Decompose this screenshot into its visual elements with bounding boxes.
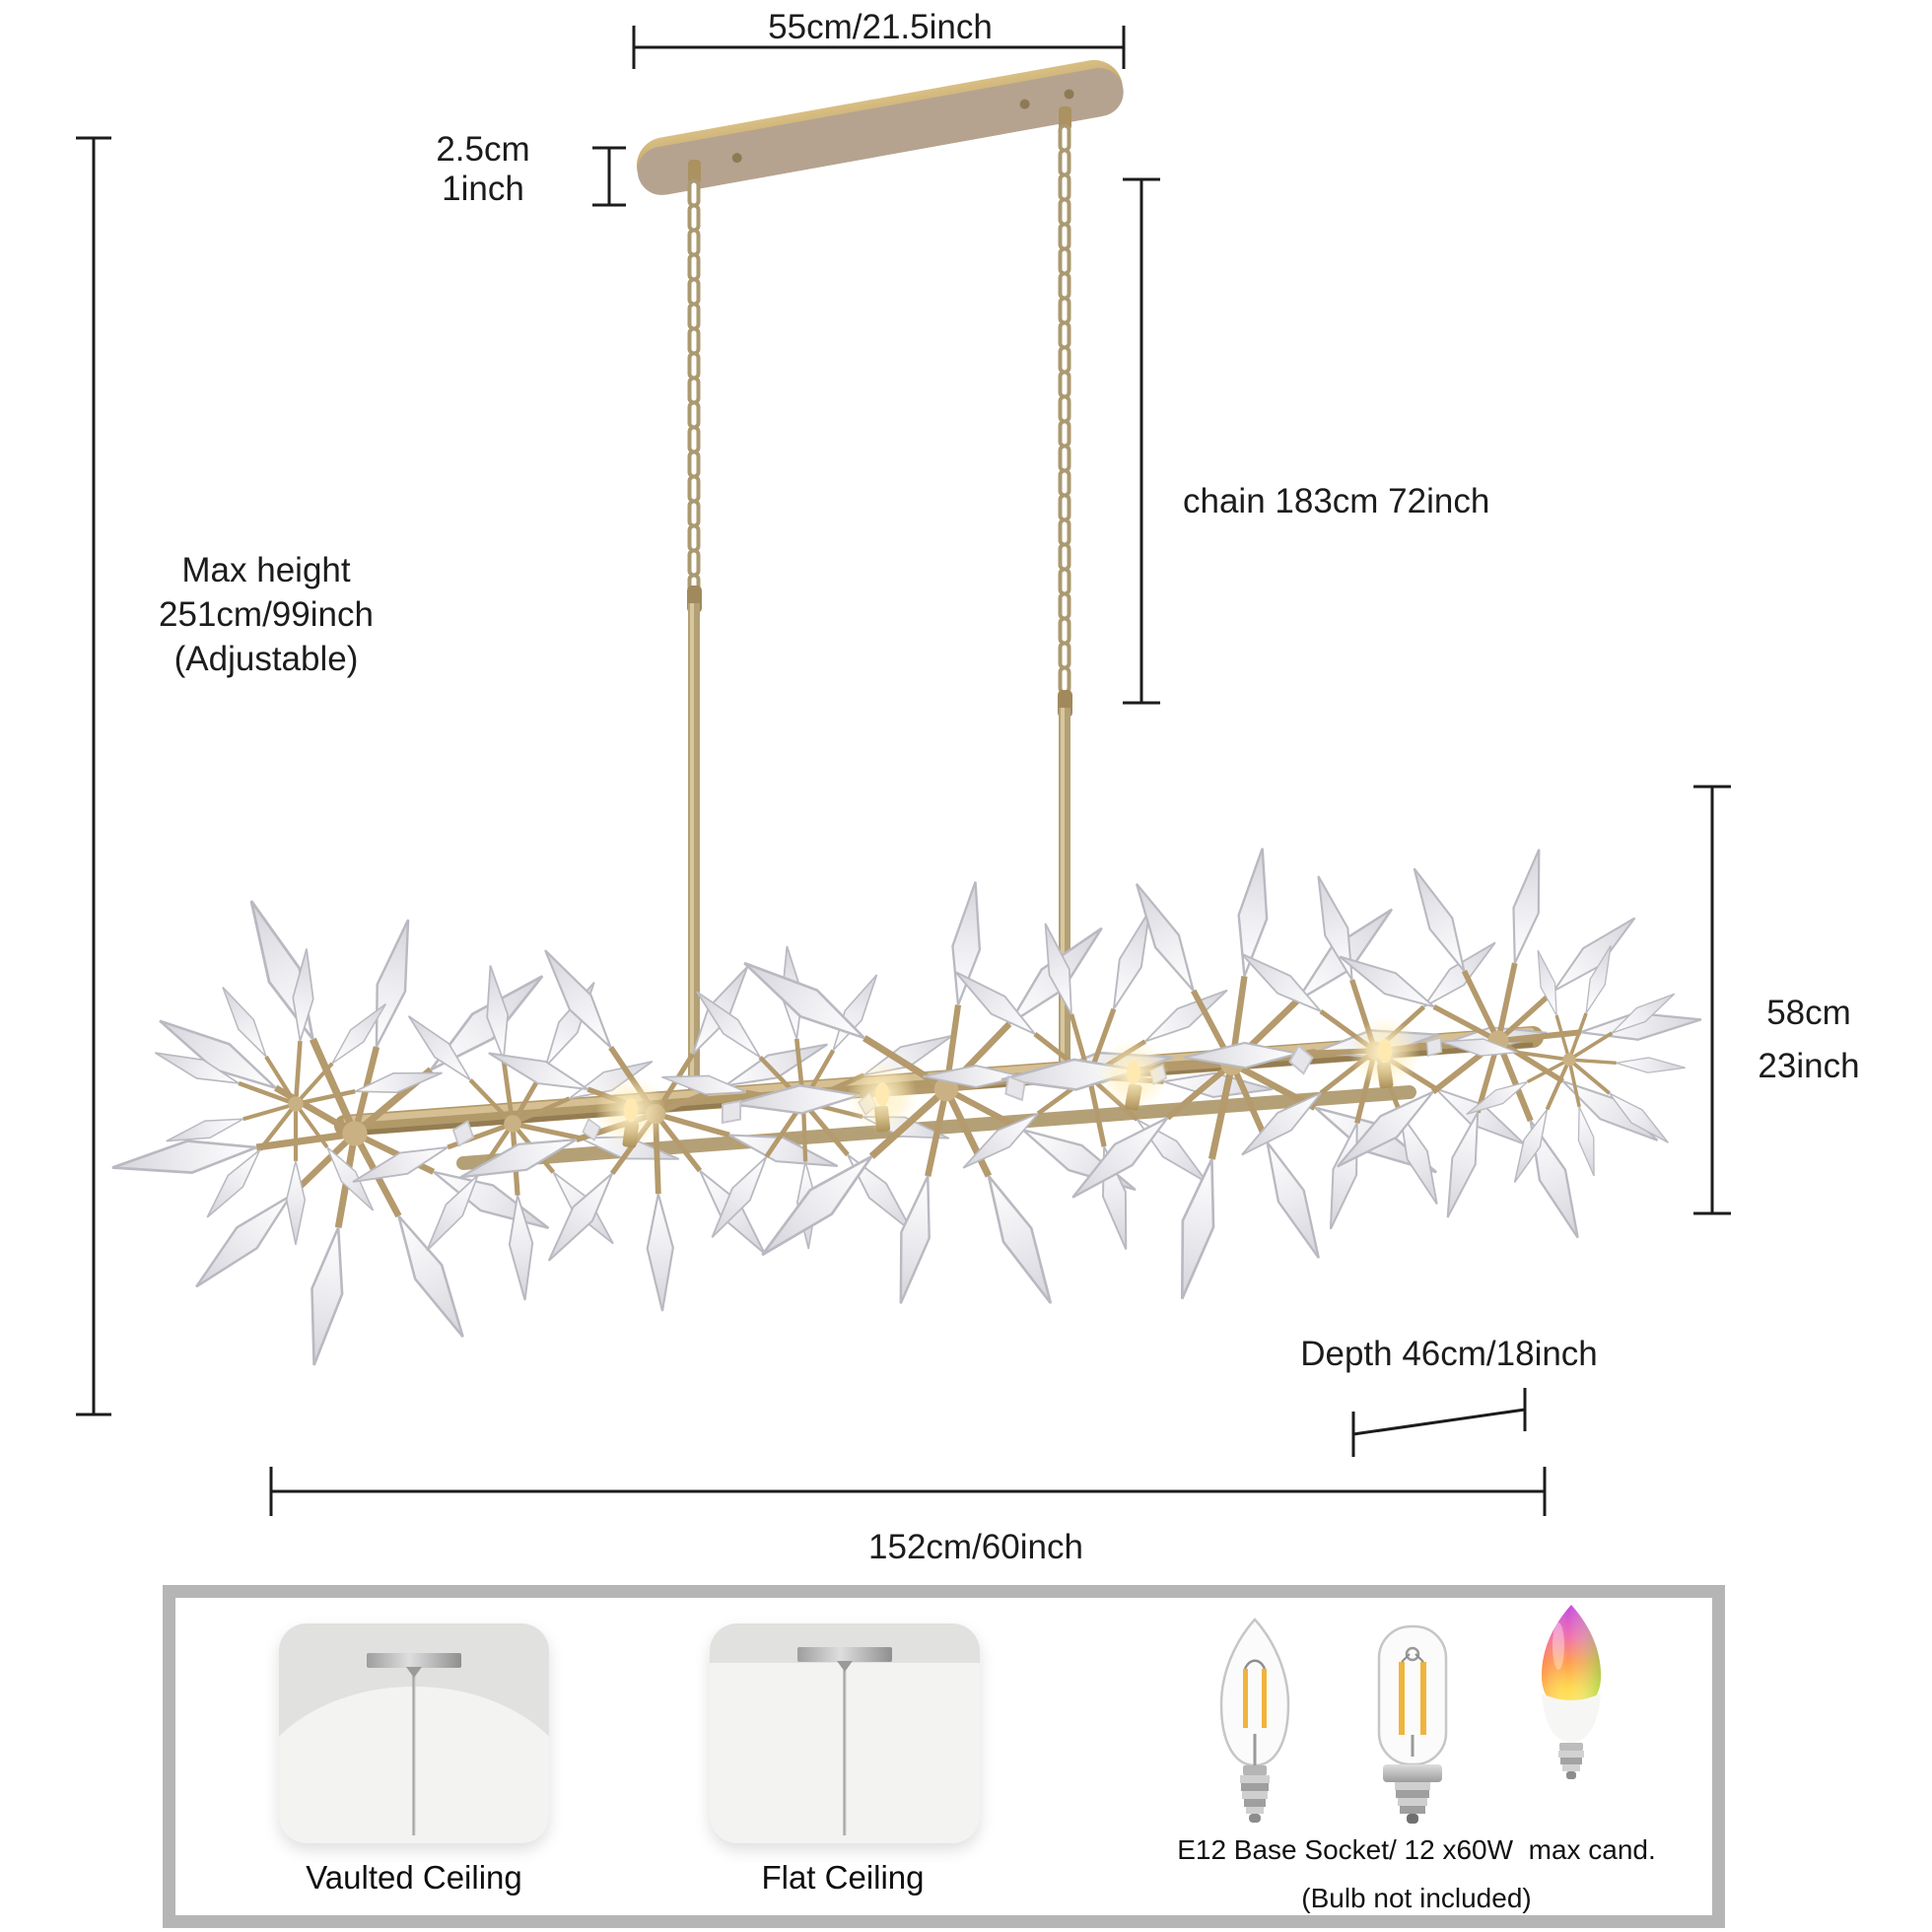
socket-spec-text: E12 Base Socket/ 12 x60W max cand. (1177, 1834, 1656, 1865)
canopy-thickness-cm: 2.5cm (436, 130, 530, 169)
rgb-smart-bulb-icon (1542, 1605, 1601, 1779)
fixture-height-inch: 23inch (1758, 1047, 1860, 1085)
vaulted-ceiling-label: Vaulted Ceiling (306, 1859, 522, 1896)
dim-line-fixture-width (269, 1467, 1547, 1516)
fixture-height-label: 58cm 23inch (1735, 987, 1883, 1093)
max-height-line2: 251cm/99inch (159, 595, 374, 634)
max-height-line3: (Adjustable) (173, 640, 359, 678)
mini-hook-icon (837, 1661, 853, 1680)
fixture-depth-label: Depth 46cm/18inch (1300, 1335, 1598, 1373)
mini-canopy-icon (797, 1647, 892, 1662)
flat-ceiling-label: Flat Ceiling (761, 1859, 925, 1896)
mini-hook-icon (406, 1667, 422, 1686)
dim-line-canopy-thickness (592, 146, 626, 207)
candle-lights (595, 1017, 1420, 1148)
bulb-options-illustration (1219, 1605, 1601, 1824)
ceiling-canopy-plate (636, 59, 1124, 195)
canopy-thickness-label: 2.5cm 1inch (394, 130, 572, 209)
canopy-thickness-inch: 1inch (442, 170, 524, 208)
tubular-filament-bulb-icon (1377, 1624, 1448, 1824)
left-down-rod (687, 586, 702, 1102)
dim-line-top-width (632, 26, 1126, 69)
flat-ceiling-illustration (710, 1623, 980, 1843)
top-width-label: 55cm/21.5inch (768, 8, 993, 46)
mini-cable-icon (412, 1675, 416, 1835)
canopy-left-connector (688, 160, 701, 183)
right-down-rod (1058, 690, 1072, 1074)
vaulted-ceiling-illustration (279, 1623, 549, 1843)
chandelier-body (78, 778, 1746, 1410)
mini-cable-icon (843, 1669, 847, 1835)
filament-candle-bulb-icon (1219, 1618, 1290, 1823)
fixture-height-cm: 58cm (1766, 994, 1851, 1032)
chain-length-label: chain 183cm 72inch (1183, 482, 1490, 520)
dim-line-fixture-height (1693, 785, 1731, 1215)
dim-line-chain-length (1123, 177, 1160, 705)
dim-line-depth (1351, 1388, 1527, 1457)
installation-info-box: Vaulted Ceiling Flat Ceiling (163, 1585, 1725, 1928)
mini-canopy-icon (367, 1653, 461, 1668)
max-height-line1: Max height (181, 551, 351, 589)
bulb-not-included-note: (Bulb not included) (1301, 1883, 1532, 1913)
dim-line-max-height (76, 136, 111, 1416)
canopy-right-connector (1059, 106, 1071, 130)
max-height-label: Max height 251cm/99inch (Adjustable) (99, 548, 434, 681)
fixture-width-label: 152cm/60inch (868, 1528, 1083, 1566)
dimension-lines (76, 26, 1731, 1516)
